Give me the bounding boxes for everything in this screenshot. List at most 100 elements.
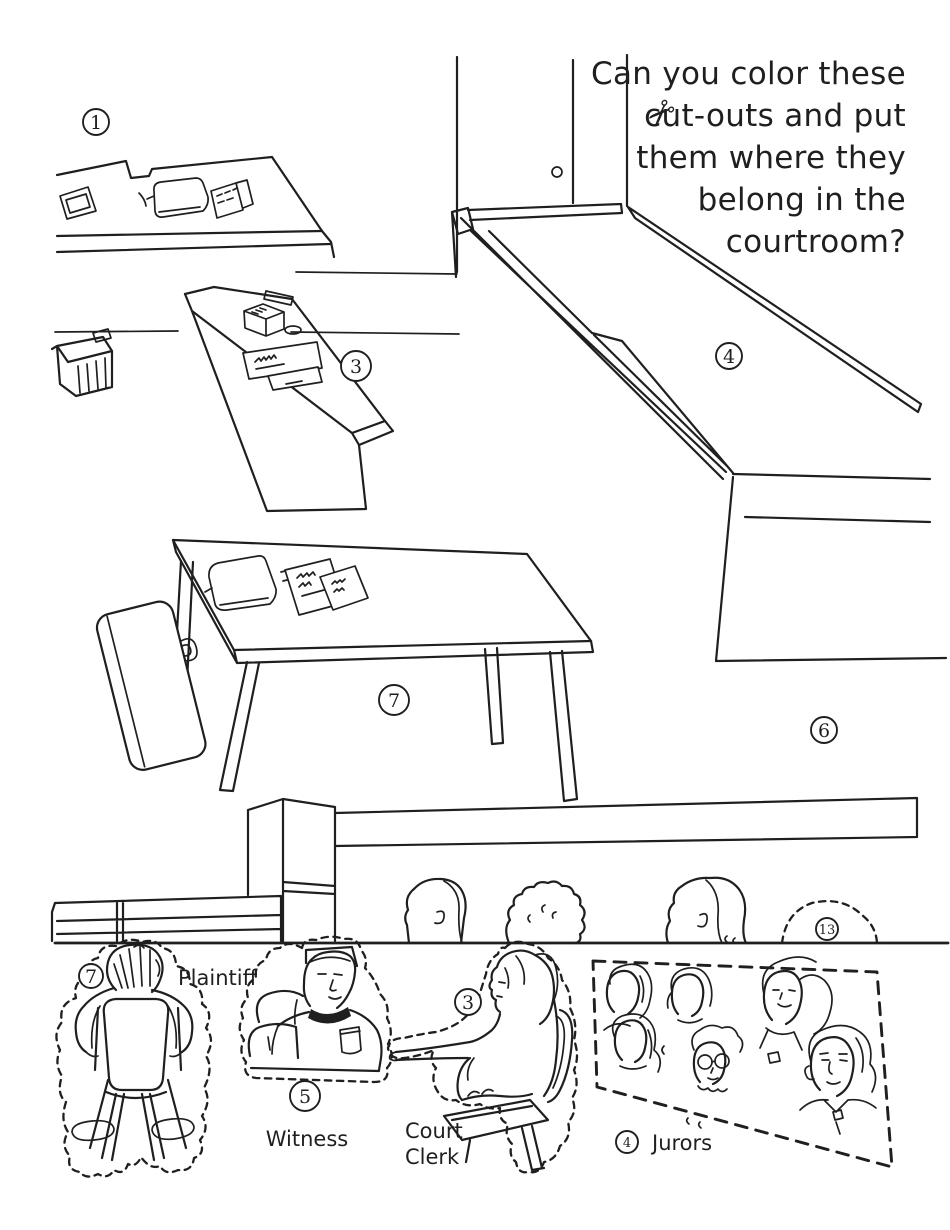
machine-body xyxy=(243,303,285,337)
bench-papers xyxy=(59,177,254,220)
left-wall-floor-line xyxy=(295,271,458,275)
shoulders-arms xyxy=(74,986,194,1054)
paper-writing xyxy=(216,187,238,204)
jury-box-near-rail xyxy=(459,216,728,481)
paper xyxy=(59,186,97,220)
judge-bench xyxy=(55,155,336,259)
briefcase-seam xyxy=(106,615,146,768)
table-leg-back-right xyxy=(483,646,505,746)
plaintiff-figure xyxy=(71,943,195,1162)
jurors-figures xyxy=(603,956,877,1135)
cut-line xyxy=(238,935,393,1084)
audience-head-profile-2 xyxy=(665,876,748,945)
badge-circle-witness xyxy=(289,1080,321,1112)
clerk-desk xyxy=(183,285,395,513)
resting-arm xyxy=(247,989,305,1060)
bar-railing xyxy=(50,796,950,945)
head xyxy=(105,943,164,994)
hair-strokes xyxy=(113,946,161,989)
witness-label: Witness xyxy=(266,1127,348,1151)
badge-circle-gallery-seat xyxy=(815,917,839,941)
instruction-text: Can you color these cut-outs and put the… xyxy=(591,56,906,260)
foot-platforms xyxy=(71,1117,195,1142)
paper xyxy=(319,565,369,611)
juror-glasses-right xyxy=(714,1053,730,1069)
instruction-line-5: courtroom? xyxy=(726,224,906,260)
court-clerk-figure xyxy=(388,949,574,1172)
plaintiff-label: Plaintiff xyxy=(178,966,258,990)
badge-number-plaintiff: 7 xyxy=(85,966,97,988)
audience-head-detail xyxy=(434,880,463,944)
cutout-court-clerk: 3 Court Clerk xyxy=(386,940,579,1174)
jurors-label: Jurors xyxy=(650,1131,712,1155)
cutout-witness: 5 Witness xyxy=(238,935,393,1151)
seat-and-torso xyxy=(93,1006,183,1100)
jury-box xyxy=(450,202,948,663)
juror-face-2 xyxy=(670,973,705,1018)
stray-curl-marks xyxy=(661,1045,702,1129)
machine-roller xyxy=(284,325,302,335)
chair-back-inner xyxy=(552,1015,566,1089)
badge-number-counsel-table: 7 xyxy=(388,690,400,712)
wall-and-door xyxy=(54,53,629,335)
cut-line xyxy=(386,940,579,1174)
badge-circle-jurors xyxy=(615,1130,639,1154)
table-leg-front-right xyxy=(548,649,579,803)
table-leg-front-left xyxy=(218,660,261,793)
juror-hair-5 xyxy=(691,1024,744,1053)
gallery-heads xyxy=(404,876,879,945)
back-wall-floor-line xyxy=(54,330,460,335)
stenograph-machine xyxy=(243,303,302,337)
collar xyxy=(308,1007,351,1024)
instruction-line-1: Can you color these xyxy=(591,56,906,92)
table-apron xyxy=(171,538,595,665)
jury-box-front-wall xyxy=(714,472,948,663)
badge-number-court-clerk: 3 xyxy=(462,992,474,1014)
railing-post xyxy=(246,797,337,943)
juror-glasses-left xyxy=(697,1054,713,1070)
folder xyxy=(146,177,209,218)
desk-back-edge xyxy=(183,285,387,423)
chest-pocket xyxy=(339,1026,362,1055)
cutout-plaintiff: 7 Plaintiff xyxy=(55,938,258,1178)
chair-back-frame xyxy=(102,997,170,1092)
paper-writing xyxy=(296,571,325,597)
basket-slats xyxy=(77,357,107,394)
floor-basket xyxy=(50,328,114,398)
railing-bar xyxy=(333,796,919,848)
bench-lines xyxy=(50,894,283,943)
door-knob xyxy=(551,166,563,178)
cutout-jurors: 4 Jurors xyxy=(591,956,894,1169)
bench-top-edge xyxy=(55,155,324,233)
paper-stack xyxy=(210,179,254,219)
machine-keys xyxy=(251,307,267,315)
arm-inner-lines xyxy=(85,1005,183,1058)
badge-circle-jury-box xyxy=(715,342,743,370)
badge-number-jurors: 4 xyxy=(623,1136,631,1151)
juror-face-1 xyxy=(605,969,641,1016)
juror-details-5 xyxy=(697,1060,728,1093)
basket-body xyxy=(50,335,114,398)
face xyxy=(302,950,357,1010)
lap xyxy=(460,1092,534,1102)
scene-badges: 1 3 4 6 7 13 xyxy=(82,108,839,941)
juror-hair-4 xyxy=(611,1013,662,1073)
juror-shoulders-tie-6 xyxy=(799,1098,877,1135)
juror-face-6 xyxy=(809,1036,855,1098)
badge-number-jury-box: 4 xyxy=(723,346,735,368)
chair-back xyxy=(546,1008,574,1104)
instruction-line-3: them where they xyxy=(636,140,906,176)
chair-legs xyxy=(88,1078,188,1162)
bench-fascia xyxy=(55,229,336,259)
briefcase xyxy=(95,600,207,771)
jury-box-far-rail xyxy=(626,205,923,414)
juror-jacket-3 xyxy=(759,1027,803,1064)
witness-figure xyxy=(247,945,383,1073)
jury-box-interior-lines xyxy=(487,229,735,475)
audience-head-profile xyxy=(404,877,467,945)
hair-and-face-details xyxy=(496,953,559,1001)
badge-circle-plaintiff xyxy=(78,963,104,989)
torso xyxy=(456,998,559,1102)
